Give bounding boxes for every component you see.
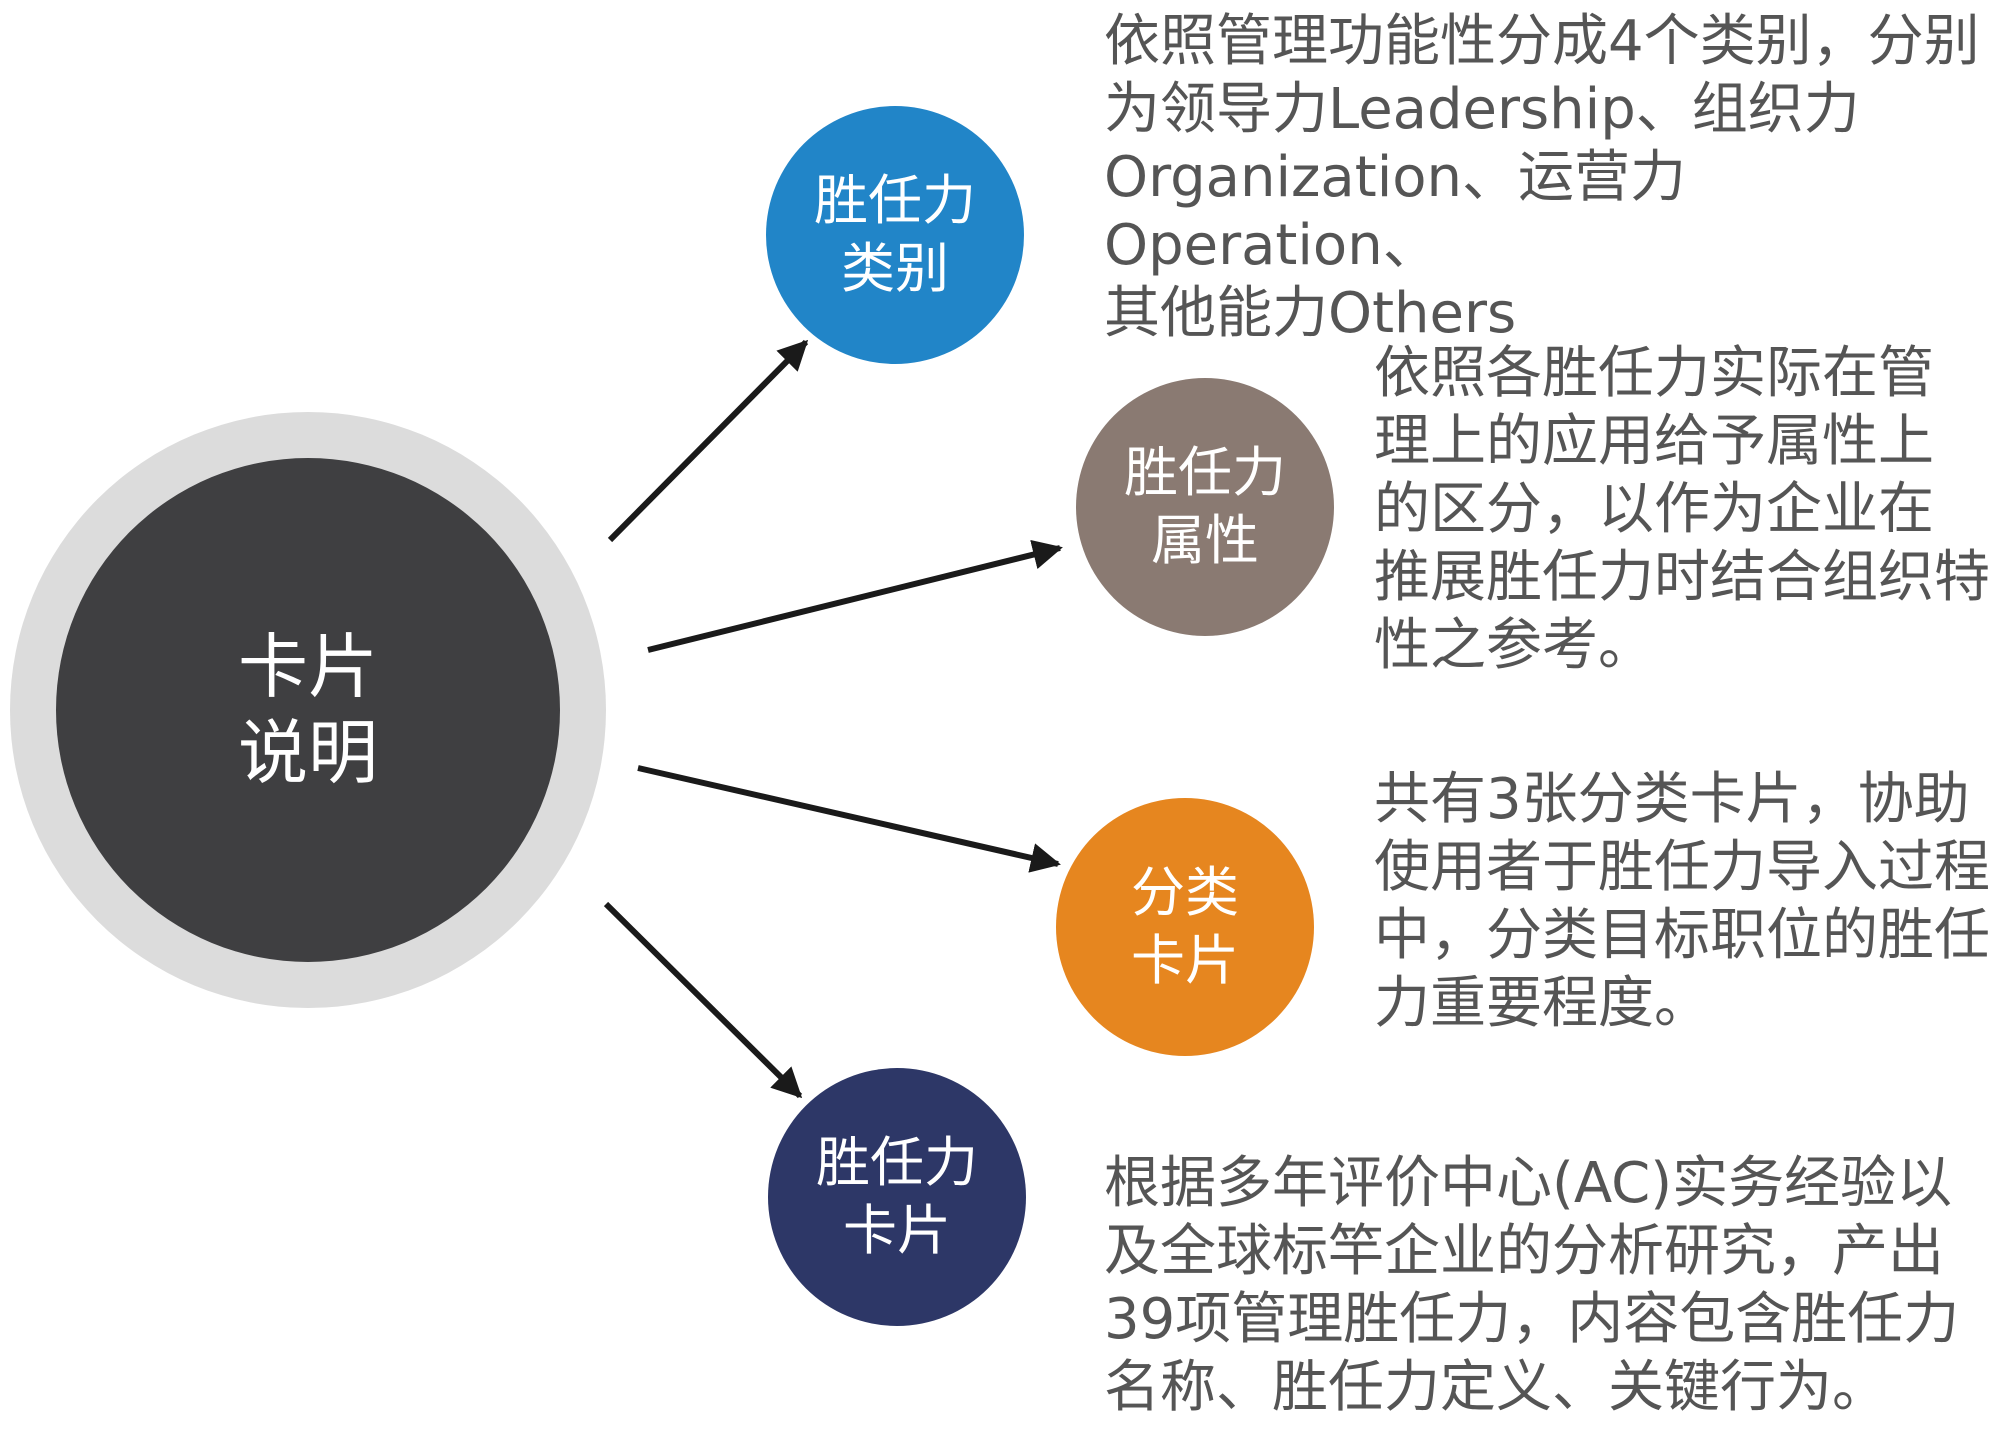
arrow-to-classification-card — [637, 765, 1061, 873]
node-label-line1: 胜任力 — [816, 1131, 978, 1194]
node-label-line1: 胜任力 — [814, 169, 976, 232]
description-competency-attribute: 依照各胜任力实际在管 理上的应用给予属性上 的区分，以作为企业在 推展胜任力时结… — [1374, 341, 1990, 678]
description-competency-card: 根据多年评价中心(AC)实务经验以 及全球标竿企业的分析研究，产出 39项管理胜… — [1104, 1151, 1960, 1420]
arrow-to-competency-attribute — [647, 539, 1063, 653]
description-competency-category: 依照管理功能性分成4个类别，分别 为领导力Leadership、组织力 Orga… — [1104, 9, 1980, 346]
node-label-line2: 属性 — [1151, 509, 1259, 572]
node-label-line1: 胜任力 — [1124, 441, 1286, 504]
hub-label-line1: 卡片 — [238, 626, 378, 708]
node-competency-attribute: 胜任力 属性 — [1076, 378, 1334, 636]
node-competency-card: 胜任力 卡片 — [768, 1068, 1026, 1326]
node-competency-category: 胜任力 类别 — [766, 106, 1024, 364]
arrow-to-competency-card — [603, 901, 803, 1099]
node-label-line2: 卡片 — [1131, 929, 1239, 992]
node-label-line1: 分类 — [1131, 861, 1239, 924]
hub-card-description: 卡片 说明 — [56, 458, 560, 962]
node-label-line2: 卡片 — [843, 1199, 951, 1262]
node-classification-card: 分类 卡片 — [1056, 798, 1314, 1056]
description-classification-card: 共有3张分类卡片，协助 使用者于胜任力导入过程 中，分类目标职位的胜任 力重要程… — [1374, 767, 1990, 1036]
node-label-line2: 类别 — [841, 237, 949, 300]
hub-label-line2: 说明 — [238, 712, 378, 794]
arrow-to-competency-category — [607, 339, 809, 543]
